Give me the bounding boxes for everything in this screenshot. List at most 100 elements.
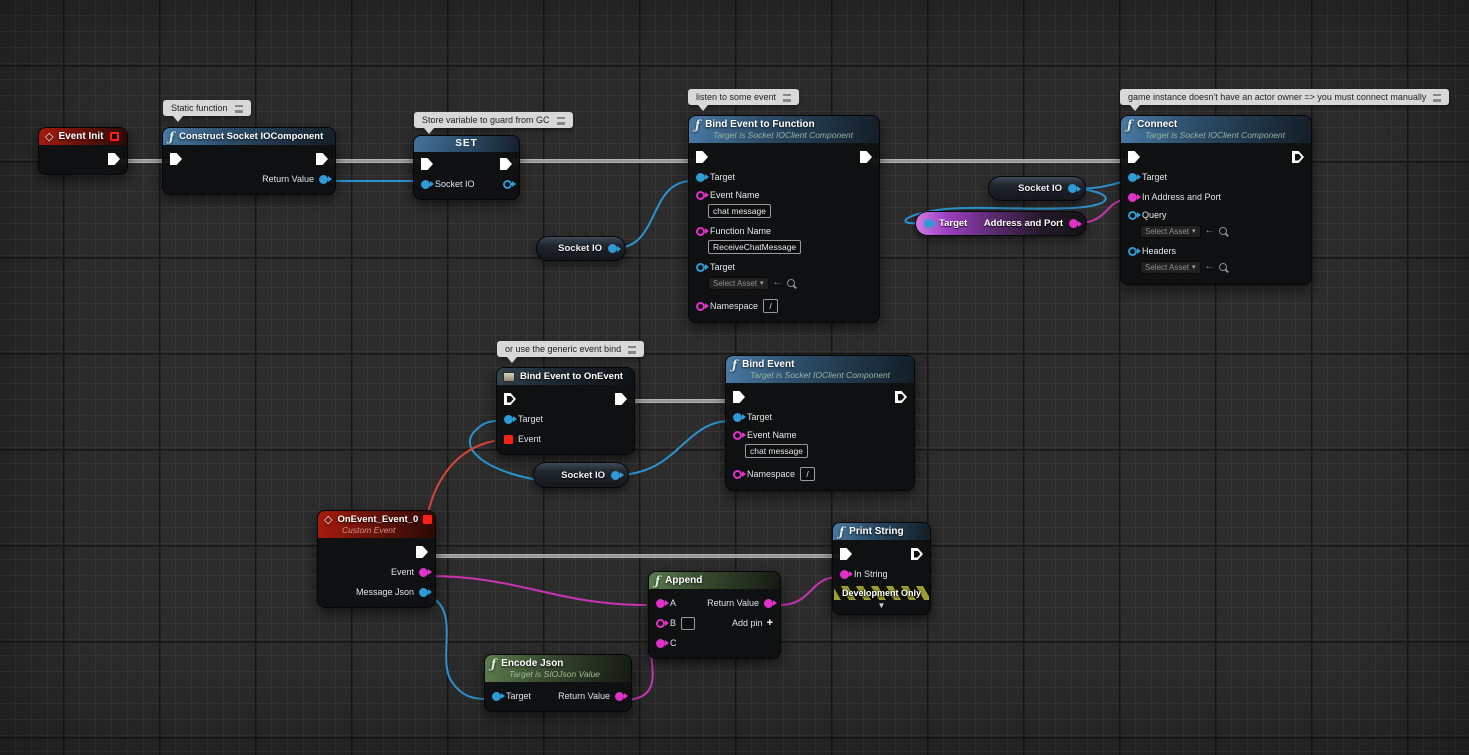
- event-out-pin[interactable]: [419, 567, 428, 577]
- exec-out-pin[interactable]: [895, 391, 907, 403]
- use-selected-icon[interactable]: ←: [1204, 225, 1215, 236]
- node-get-address-and-port[interactable]: Target Address and Port: [915, 211, 1087, 236]
- socket-io-out-pin[interactable]: [1068, 184, 1077, 193]
- node-bind-event[interactable]: ƒ Bind Event Target is Socket IOClient C…: [725, 355, 915, 491]
- comment-generic-bind[interactable]: or use the generic event bind: [497, 341, 645, 363]
- var-get-socket-io-2[interactable]: Socket IO: [988, 176, 1086, 201]
- delegate-pin[interactable]: [423, 515, 433, 524]
- select-asset-dropdown[interactable]: Select Asset▾: [1140, 224, 1201, 238]
- wire-delegate-onevent-bind[interactable]: [425, 440, 495, 523]
- use-selected-icon[interactable]: ←: [772, 277, 783, 288]
- return-value-pin[interactable]: [764, 598, 773, 608]
- target-pin[interactable]: [924, 219, 933, 228]
- exec-out-pin[interactable]: [500, 158, 512, 170]
- event-name-pin[interactable]: [733, 430, 742, 440]
- expand-node-chevron[interactable]: ▼: [877, 601, 886, 610]
- namespace-field[interactable]: /: [800, 467, 816, 481]
- wire-socketio2-addrport-target[interactable]: [904, 187, 1107, 225]
- delegate-pin[interactable]: [110, 132, 119, 141]
- target-pin[interactable]: [733, 412, 742, 422]
- function-name-field[interactable]: ReceiveChatMessage: [708, 240, 802, 254]
- node-encode-json[interactable]: ƒ Encode Json Target is SIOJson Value Ta…: [484, 654, 632, 712]
- socket-io-out-pin[interactable]: [608, 244, 617, 253]
- socket-io-in-pin[interactable]: [421, 179, 430, 189]
- return-value-pin[interactable]: [615, 691, 624, 701]
- comment-listen[interactable]: listen to some event: [688, 89, 800, 111]
- comment-pin-icon[interactable]: [783, 92, 792, 102]
- exec-out-pin[interactable]: [416, 546, 428, 558]
- browse-icon[interactable]: [786, 279, 795, 287]
- comment-static-function[interactable]: Static function: [163, 100, 251, 122]
- node-onevent-event-0[interactable]: ◇ OnEvent_Event_0 Custom Event Event Mes…: [317, 510, 436, 608]
- node-set-socket-io[interactable]: SET Socket IO: [413, 135, 520, 200]
- select-asset-dropdown[interactable]: Select Asset▾: [1140, 260, 1201, 274]
- wire-socketio3-bindevent-target[interactable]: [615, 420, 731, 476]
- a-pin[interactable]: [656, 598, 665, 608]
- wire-socketio1-bindfunc-target[interactable]: [615, 180, 693, 249]
- event-name-pin[interactable]: [696, 190, 705, 200]
- address-and-port-out-pin[interactable]: [1069, 219, 1078, 228]
- node-bind-event-to-onevent[interactable]: Bind Event to OnEvent Target Event: [496, 367, 635, 455]
- exec-in-pin[interactable]: [1128, 151, 1140, 163]
- socket-io-out-pin[interactable]: [503, 179, 512, 189]
- namespace-pin[interactable]: [696, 301, 705, 311]
- exec-in-pin[interactable]: [840, 548, 852, 560]
- message-json-out-pin[interactable]: [419, 587, 428, 597]
- exec-out-pin[interactable]: [615, 393, 627, 405]
- comment-pin-icon[interactable]: [1433, 92, 1442, 102]
- in-string-pin[interactable]: [840, 569, 849, 579]
- in-address-and-port-pin[interactable]: [1128, 192, 1137, 202]
- exec-out-pin[interactable]: [316, 153, 328, 165]
- comment-game-instance[interactable]: game instance doesn't have an actor owne…: [1120, 89, 1450, 111]
- exec-in-pin[interactable]: [733, 391, 745, 403]
- node-append[interactable]: ƒ Append A Return Value B: [648, 571, 781, 659]
- node-event-init[interactable]: ◇ Event Init: [38, 127, 128, 175]
- wire-messagejson-encodejson[interactable]: [427, 595, 487, 700]
- exec-in-pin[interactable]: [696, 151, 708, 163]
- b-value-field[interactable]: [681, 616, 696, 630]
- headers-pin[interactable]: [1128, 246, 1137, 256]
- exec-out-pin[interactable]: [1292, 151, 1304, 163]
- use-selected-icon[interactable]: ←: [1204, 261, 1215, 272]
- target-object-pin[interactable]: [696, 262, 705, 272]
- exec-in-pin[interactable]: [421, 158, 433, 170]
- wire-append-printstring[interactable]: [779, 576, 839, 606]
- socket-io-out-pin[interactable]: [611, 470, 620, 480]
- exec-in-pin[interactable]: [504, 393, 516, 405]
- browse-icon[interactable]: [1218, 263, 1227, 271]
- node-print-string[interactable]: ƒ Print String In String Development Onl…: [832, 522, 931, 615]
- return-value-pin[interactable]: [319, 174, 328, 184]
- c-pin[interactable]: [656, 638, 665, 648]
- exec-out-pin[interactable]: [911, 548, 923, 560]
- node-bind-event-to-function[interactable]: ƒ Bind Event to Function Target is Socke…: [688, 115, 880, 323]
- node-connect[interactable]: ƒ Connect Target is Socket IOClient Comp…: [1120, 115, 1312, 285]
- pin-label: In Address and Port: [1142, 192, 1222, 202]
- event-name-field[interactable]: chat message: [745, 444, 808, 458]
- comment-pin-icon[interactable]: [628, 344, 637, 354]
- namespace-field[interactable]: /: [763, 299, 779, 313]
- var-get-socket-io-1[interactable]: Socket IO: [536, 236, 626, 261]
- exec-in-pin[interactable]: [170, 153, 182, 165]
- b-pin[interactable]: [656, 618, 665, 628]
- var-get-socket-io-3[interactable]: Socket IO: [533, 462, 629, 488]
- event-name-field[interactable]: chat message: [708, 204, 771, 218]
- target-pin[interactable]: [492, 691, 501, 701]
- comment-pin-icon[interactable]: [234, 103, 243, 113]
- target-pin[interactable]: [504, 414, 513, 424]
- browse-icon[interactable]: [1218, 227, 1227, 235]
- query-pin[interactable]: [1128, 210, 1137, 220]
- event-delegate-pin[interactable]: [504, 434, 513, 444]
- comment-pin-icon[interactable]: [556, 115, 565, 125]
- namespace-pin[interactable]: [733, 469, 742, 479]
- node-construct-socket-io[interactable]: ƒ Construct Socket IOComponent Return Va…: [162, 127, 336, 195]
- exec-out-pin[interactable]: [860, 151, 872, 163]
- comment-store-variable[interactable]: Store variable to guard from GC: [414, 112, 573, 134]
- exec-out-pin[interactable]: [108, 153, 120, 165]
- wire-event-append-a[interactable]: [427, 575, 647, 606]
- function-name-pin[interactable]: [696, 226, 705, 236]
- target-pin[interactable]: [696, 172, 705, 182]
- add-pin-button[interactable]: +: [766, 617, 773, 629]
- target-pin[interactable]: [1128, 172, 1137, 182]
- select-asset-dropdown[interactable]: Select Asset▾: [708, 276, 769, 290]
